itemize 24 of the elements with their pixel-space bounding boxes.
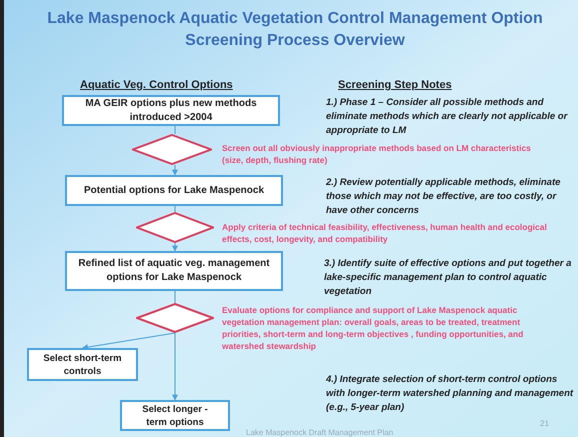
process-box: MA GEIR options plus new methods introduced >2004 bbox=[62, 95, 280, 126]
step-note: 4.) Integrate selection of short-term control options with longer-term watershed planning and management (e.g., 5-year plan) bbox=[326, 373, 574, 415]
process-box: Select short-term controls bbox=[27, 348, 138, 381]
criteria-note: Evaluate options for compliance and support of Lake Maspenock aquatic vegetation management plan: overall goals, areas to be treated, treatment priorities, short-term and long-term objectives , funding opportunities, and watershed stewardship bbox=[222, 304, 524, 352]
column-heading: Aquatic Veg. Control Options bbox=[80, 78, 233, 93]
criteria-note: Apply criteria of technical feasibility, effectiveness, human health and ecological effects, cost, longevity, and compatibility bbox=[222, 221, 548, 245]
process-box: Refined list of aquatic veg. management options for Lake Maspenock bbox=[65, 251, 283, 291]
connector-arrow bbox=[82, 332, 176, 350]
connector-arrow bbox=[172, 242, 178, 252]
process-box: Select longer - term options bbox=[120, 400, 230, 431]
column-heading: Screening Step Notes bbox=[338, 78, 452, 93]
decision-diamond bbox=[136, 212, 214, 243]
decision-diamond bbox=[132, 134, 212, 165]
page-number: 21 bbox=[540, 418, 549, 430]
title: Lake Maspenock Aquatic Vegetation Control Management Option Screening Process Overview bbox=[46, 9, 544, 51]
step-note: 2.) Review potentially applicable methods, eliminate those which may not be effective, are too costly, or have other concerns bbox=[326, 176, 562, 218]
criteria-note: Screen out all obviously inappropriate methods based on LM characteristics (size, depth, flushing rate) bbox=[222, 142, 532, 166]
decision-diamond bbox=[136, 303, 214, 333]
connector-arrow bbox=[172, 164, 178, 176]
step-note: 1.) Phase 1 – Consider all possible methods and eliminate methods which are clearly not applicable or appropriate to LM bbox=[326, 96, 569, 138]
connector-arrow bbox=[172, 332, 178, 401]
footer-text: Lake Maspenock Draft Management Plan bbox=[246, 428, 394, 437]
process-box: Potential options for Lake Maspenock bbox=[65, 175, 283, 206]
step-note: 3.) Identify suite of effective options and put together a lake-specific management plan to control aquatic vegetation bbox=[324, 257, 572, 299]
